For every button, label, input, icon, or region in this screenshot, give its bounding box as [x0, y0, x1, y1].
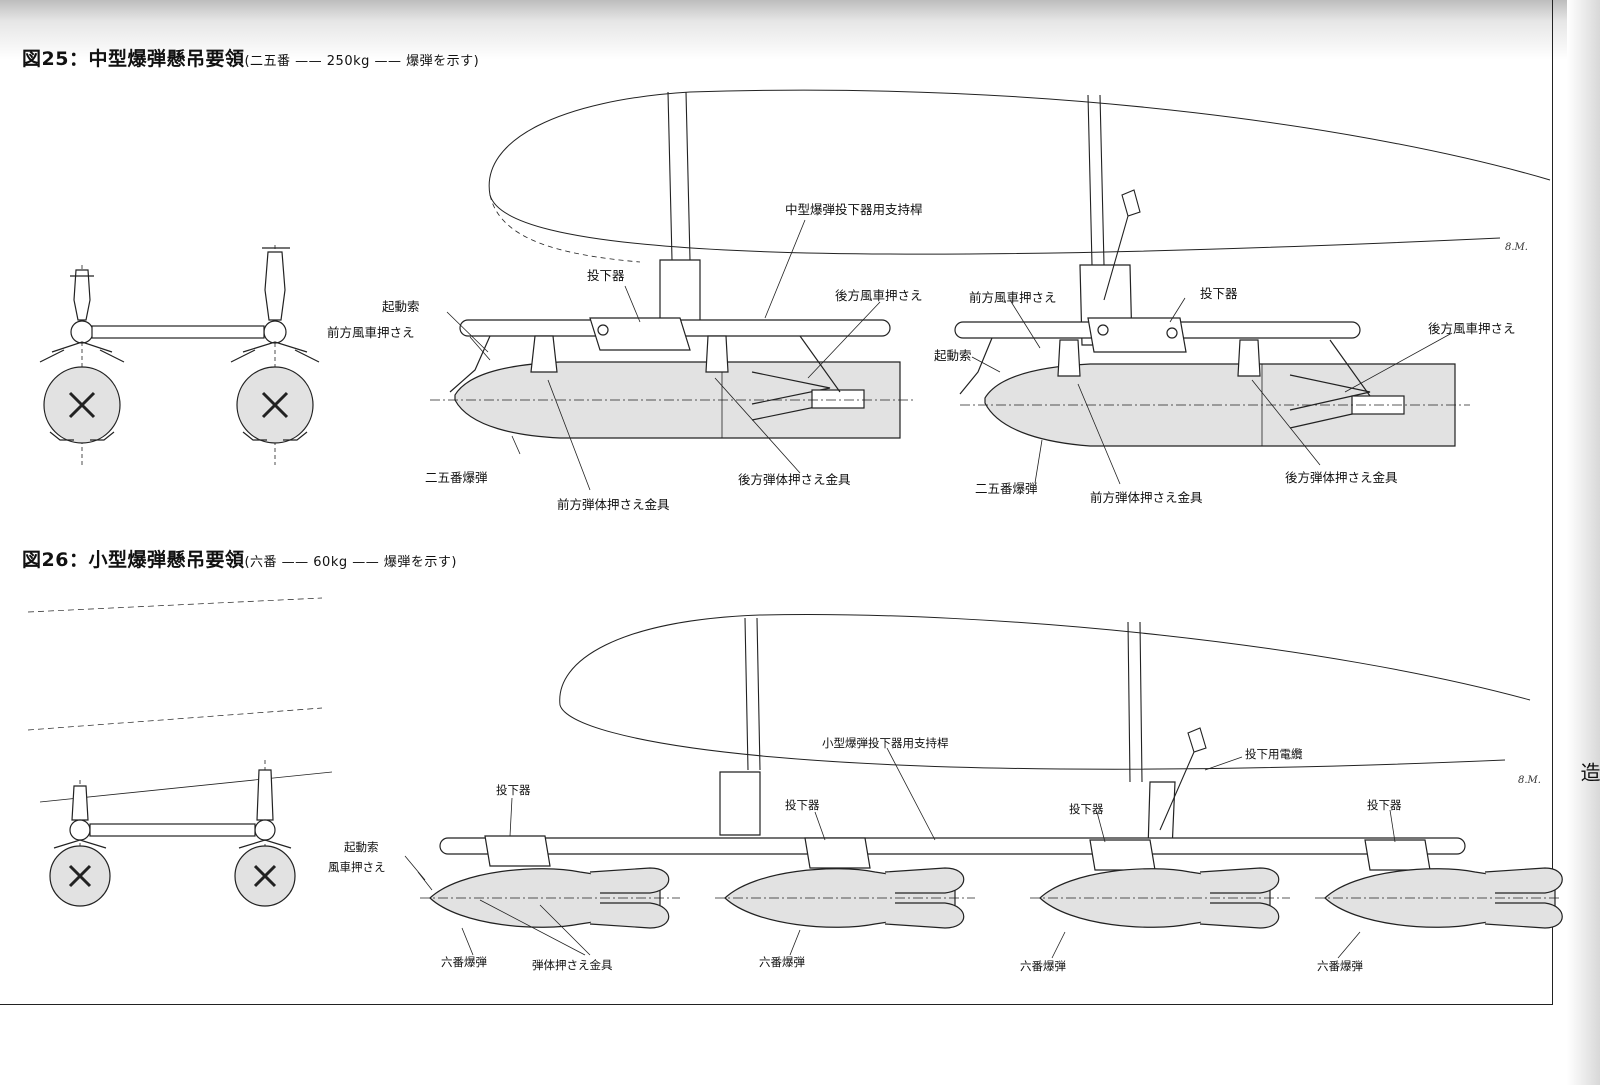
fig26-label-bomb-3: 六番爆弾 — [1020, 959, 1066, 973]
fig25-side-view: 8.M. — [430, 89, 1551, 491]
figure-25-subtitle: (二五番 —— 250kg —— 爆弾を示す) — [244, 54, 480, 69]
fig25-label-bomb-right: 二五番爆弾 — [975, 481, 1038, 496]
fig26-label-bomb-1: 六番爆弾 — [441, 955, 487, 969]
fig25-clamps — [449, 335, 1371, 397]
fig25-label-rear-windmill-left: 後方風車押さえ — [835, 288, 923, 303]
fig25-front-view — [39, 245, 320, 465]
fig26-support-rod — [439, 837, 1466, 855]
figure-26-title-text: 図26：小型爆弾懸吊要領 — [22, 549, 245, 571]
fig26-front-crossbar — [89, 823, 256, 837]
fig26-wing-airfoil — [559, 614, 1531, 770]
fig26-label-clamp: 弾体押さえ金具 — [532, 958, 613, 972]
page-frame-right — [1552, 0, 1553, 1005]
fig26-label-support-rod: 小型爆弾投下器用支持桿 — [822, 736, 949, 750]
fig25-label-release-left: 投下器 — [587, 268, 625, 283]
figure-26-subtitle: (六番 —— 60kg —— 爆弾を示す) — [244, 555, 457, 570]
fig26-front-left-assembly — [49, 780, 111, 907]
fig26-label-windmill: 風車押さえ — [328, 860, 386, 874]
fig25-bomb-right — [960, 363, 1470, 447]
fig26-label-bomb-4: 六番爆弾 — [1317, 959, 1363, 973]
fig26-leader-lines — [404, 747, 1396, 959]
fig25-label-front-windmill-right: 前方風車押さえ — [969, 290, 1057, 305]
chapter-side-text: 第二部 一式陸上攻撃機の機体構造 — [1577, 762, 1600, 784]
figure-25-title: 図25：中型爆弾懸吊要領(二五番 —— 250kg —— 爆弾を示す) — [22, 44, 479, 71]
signature-fig26: 8.M. — [1518, 775, 1541, 786]
fig26-label-release-3: 投下器 — [1069, 802, 1104, 816]
fig26-bomb-1 — [420, 867, 680, 929]
fig26-label-release-2: 投下器 — [785, 798, 820, 812]
fig26-label-bomb-2: 六番爆弾 — [759, 955, 805, 969]
fig26-bomb-2 — [715, 867, 975, 929]
fig25-label-front-clamp-left: 前方弾体押さえ金具 — [557, 497, 670, 512]
fig25-label-release-right: 投下器 — [1200, 286, 1238, 301]
figure-25-title-text: 図25：中型爆弾懸吊要領 — [22, 48, 245, 70]
page-binding-edge — [1567, 0, 1600, 1085]
page-top-shadow — [0, 0, 1600, 60]
fig25-front-left-assembly — [39, 265, 125, 465]
fig26-bomb-3 — [1030, 867, 1290, 929]
fig26-label-release-4: 投下器 — [1367, 798, 1402, 812]
fig25-label-starter-left: 起動索 — [382, 299, 420, 314]
fig25-label-front-clamp-right: 前方弾体押さえ金具 — [1090, 490, 1203, 505]
fig25-label-starter-right: 起動索 — [934, 348, 972, 363]
fig26-label-starter: 起動索 — [344, 840, 379, 854]
fig26-label-release-1: 投下器 — [496, 783, 531, 797]
fig25-bomb-left — [430, 361, 915, 439]
fig26-front-right-assembly — [234, 760, 296, 907]
fig25-label-front-windmill-left: 前方風車押さえ — [327, 325, 415, 340]
fig26-bomb-4 — [1315, 867, 1563, 929]
fig25-leader-lines — [446, 219, 1453, 491]
fig25-front-crossbar — [91, 325, 265, 339]
fig25-label-rear-clamp-right: 後方弾体押さえ金具 — [1285, 470, 1398, 485]
signature-fig25: 8.M. — [1505, 242, 1528, 253]
fig25-label-support-rod: 中型爆弾投下器用支持桿 — [785, 202, 923, 217]
fig25-label-bomb-left: 二五番爆弾 — [425, 470, 488, 485]
fig25-wing-airfoil — [488, 89, 1551, 255]
fig25-label-rear-windmill-right: 後方風車押さえ — [1428, 321, 1516, 336]
fig25-label-rear-clamp-left: 後方弾体押さえ金具 — [738, 472, 851, 487]
figure-26-title: 図26：小型爆弾懸吊要領(六番 —— 60kg —— 爆弾を示す) — [22, 545, 457, 572]
fig25-front-right-assembly — [230, 245, 320, 465]
page-frame-bottom — [0, 1004, 1553, 1005]
fig26-label-release-motor: 投下用電纜 — [1245, 747, 1303, 761]
fig26-front-view — [27, 597, 333, 907]
fig26-side-view: 8.M. — [404, 614, 1563, 959]
